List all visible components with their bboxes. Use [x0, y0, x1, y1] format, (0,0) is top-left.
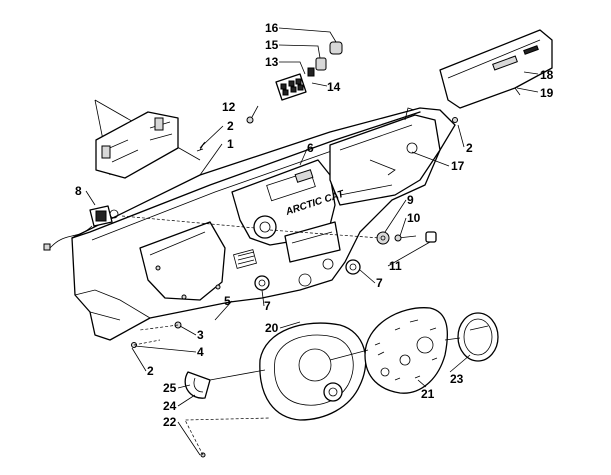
callout-21: 21: [421, 387, 435, 401]
speedometer-gauge: [457, 312, 499, 362]
callout-3: 3: [197, 328, 204, 342]
callout-6: 6: [307, 141, 314, 155]
callout-9: 9: [407, 193, 414, 207]
callout-18: 18: [540, 68, 554, 82]
callout-22: 22: [163, 415, 177, 429]
callout-2-upper: 2: [227, 119, 234, 133]
callout-12: 12: [222, 100, 236, 114]
dashboard-console: [71, 107, 456, 341]
callout-7-right: 7: [376, 276, 383, 290]
retainer-clip: [184, 371, 211, 399]
knob-parts: [345, 231, 437, 275]
callout-16: 16: [265, 21, 279, 35]
assembly-lines: [121, 215, 381, 456]
callout-8: 8: [75, 184, 82, 198]
mounting-detail-inset: [94, 99, 201, 179]
callout-23: 23: [450, 372, 464, 386]
callout-11: 11: [389, 259, 402, 273]
callout-5: 5: [224, 294, 231, 308]
callout-7-lower: 7: [264, 299, 271, 313]
callout-4: 4: [197, 345, 204, 359]
gauge-faceplate: [364, 307, 448, 394]
callout-2-lower: 2: [147, 364, 154, 378]
callout-1: 1: [227, 137, 234, 151]
harness-connector: [43, 205, 119, 251]
callout-14: 14: [327, 80, 341, 94]
callout-15: 15: [265, 38, 279, 52]
callout-24: 24: [163, 399, 177, 413]
callout-20: 20: [265, 321, 279, 335]
callout-25: 25: [163, 381, 177, 395]
callout-labels: 16 15 13 14 12 2 1 6 8 18 19 2 17 9 10 1…: [75, 21, 554, 429]
switch-cluster: [275, 41, 343, 101]
callout-17: 17: [451, 159, 465, 173]
instrument-hood: [439, 29, 553, 109]
callout-2-right: 2: [466, 141, 473, 155]
speedometer-bezel: [259, 322, 367, 421]
callout-19: 19: [540, 86, 554, 100]
callout-13: 13: [265, 55, 279, 69]
callout-10: 10: [407, 211, 421, 225]
leader-lines: [85, 27, 539, 456]
